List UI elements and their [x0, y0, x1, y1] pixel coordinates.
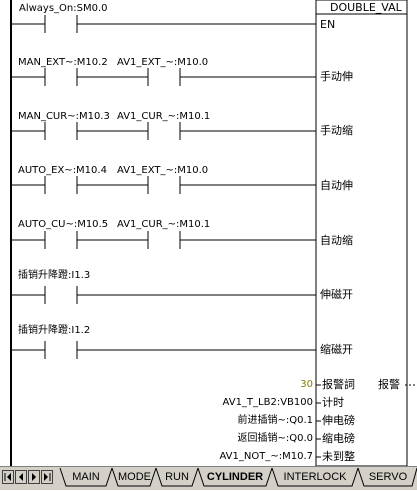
input-pin-manual-extend: 手动伸: [320, 70, 353, 83]
contact-label[interactable]: AUTO_EX~:M10.4: [18, 165, 107, 176]
contact-label[interactable]: Always_On:SM0.0: [19, 3, 108, 14]
input-pin-extend-sensor: 伸磁开: [320, 288, 353, 301]
next-arrow-icon[interactable]: [28, 470, 40, 484]
rung-en: [11, 15, 316, 33]
output-operand-alarm-value[interactable]: 30: [300, 379, 313, 390]
rung-6: [11, 341, 316, 359]
contact-label[interactable]: AUTO_CU~:M10.5: [18, 219, 109, 230]
tab-cylinder[interactable]: CYLINDER: [206, 471, 264, 483]
contact-label[interactable]: AV1_CUR_~:M10.1: [117, 111, 211, 122]
ladder-editor: DOUBLE_VAL EN 手动伸 手动缩 自动伸 自动缩 伸磁开 缩磁开 报警…: [10, 0, 415, 466]
rung-3: [11, 176, 316, 194]
output-pin-extend-valve: 伸电磅: [322, 414, 355, 427]
output-operand-timer[interactable]: AV1_T_LB2:VB100: [222, 397, 313, 408]
tab-main[interactable]: MAIN: [72, 471, 100, 483]
rung-2: [11, 122, 316, 140]
contact-label[interactable]: AV1_EXT_~:M10.0: [117, 57, 209, 68]
contact-label[interactable]: MAN_EXT~:M10.2: [18, 57, 108, 68]
tab-mode[interactable]: MODE: [118, 471, 151, 483]
tab-run[interactable]: RUN: [165, 471, 189, 483]
rung-1: [11, 68, 316, 86]
tab-servo[interactable]: SERVO: [368, 471, 408, 483]
input-pin-manual-retract: 手动缩: [320, 124, 353, 137]
contact-label[interactable]: AV1_EXT_~:M10.0: [117, 165, 209, 176]
input-pin-auto-retract: 自动缩: [320, 234, 353, 247]
tab-bar: MAIN MODE RUN CYLINDER INTERLOCK SERVO: [0, 466, 417, 490]
output-pin-timer: 计时: [322, 396, 344, 409]
first-arrow-icon[interactable]: [2, 470, 14, 484]
function-block-box: [315, 0, 408, 466]
rung-4: [11, 231, 316, 249]
contact-label[interactable]: 插销升降蹬:I1.3: [18, 270, 91, 281]
rung-5: [11, 286, 316, 304]
output-operand-retract-valve[interactable]: 返回插销~:Q0.0: [237, 433, 313, 444]
prev-arrow-icon[interactable]: [15, 470, 27, 484]
last-arrow-icon[interactable]: [41, 470, 53, 484]
output-operand-not-reached[interactable]: AV1_NOT_~:M10.7: [219, 451, 313, 462]
ladder-wires: [10, 0, 415, 466]
contact-label[interactable]: 插销升降蹬:I1.2: [18, 325, 91, 336]
input-pin-auto-extend: 自动伸: [320, 179, 353, 192]
output-alarm-target: 报警: [378, 378, 400, 391]
en-pin: EN: [320, 18, 336, 31]
tab-interlock[interactable]: INTERLOCK: [283, 471, 347, 483]
input-pin-retract-sensor: 缩磁开: [320, 343, 353, 356]
contact-label[interactable]: MAN_CUR~:M10.3: [18, 111, 110, 122]
contact-label[interactable]: AV1_CUR_~:M10.1: [117, 219, 211, 230]
output-pin-retract-valve: 缩电磅: [322, 432, 355, 445]
output-pin-not-reached: 未到整: [322, 450, 355, 463]
output-pin-alarm-word: 报警詞: [322, 378, 355, 391]
output-operand-extend-valve[interactable]: 前进插销~:Q0.1: [237, 415, 313, 426]
block-title: DOUBLE_VAL: [330, 1, 402, 14]
tab-outlines: [59, 467, 417, 487]
